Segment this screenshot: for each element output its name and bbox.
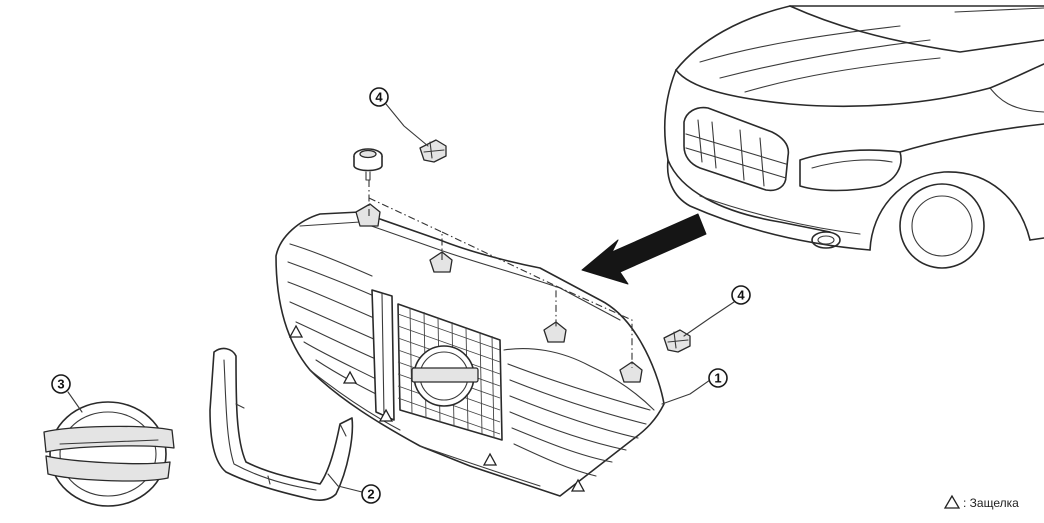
latch-markers [288,324,586,492]
latch-marker [342,370,358,384]
legend-label: : Защелка [963,496,1019,510]
callout-4b: 4 [731,285,751,305]
grommet-clip [353,148,383,181]
vehicle-front-illustration [663,5,1044,269]
grille-moulding [209,347,354,501]
latch-marker [570,478,586,492]
callout-4a: 4 [369,87,389,107]
svg-text:4: 4 [375,90,383,105]
latch-marker [378,408,394,422]
legend-triangle-icon [943,494,961,509]
clip-part-upper [419,139,447,163]
svg-text:2: 2 [367,487,374,502]
callout-leaders [67,103,741,493]
latch-marker [288,324,304,338]
callout-1: 1 [708,368,728,388]
grille-assembly [275,203,665,497]
legend: : Защелка [943,494,1019,510]
direction-arrow [581,213,707,285]
svg-text:4: 4 [737,288,745,303]
svg-text:1: 1 [714,371,721,386]
emblem [43,401,175,507]
clip-part-right [663,329,691,353]
assembly-guide-lines [368,180,633,368]
callout-3: 3 [51,374,71,394]
callout-2: 2 [361,484,381,504]
svg-text:3: 3 [57,377,64,392]
latch-marker [482,452,498,466]
